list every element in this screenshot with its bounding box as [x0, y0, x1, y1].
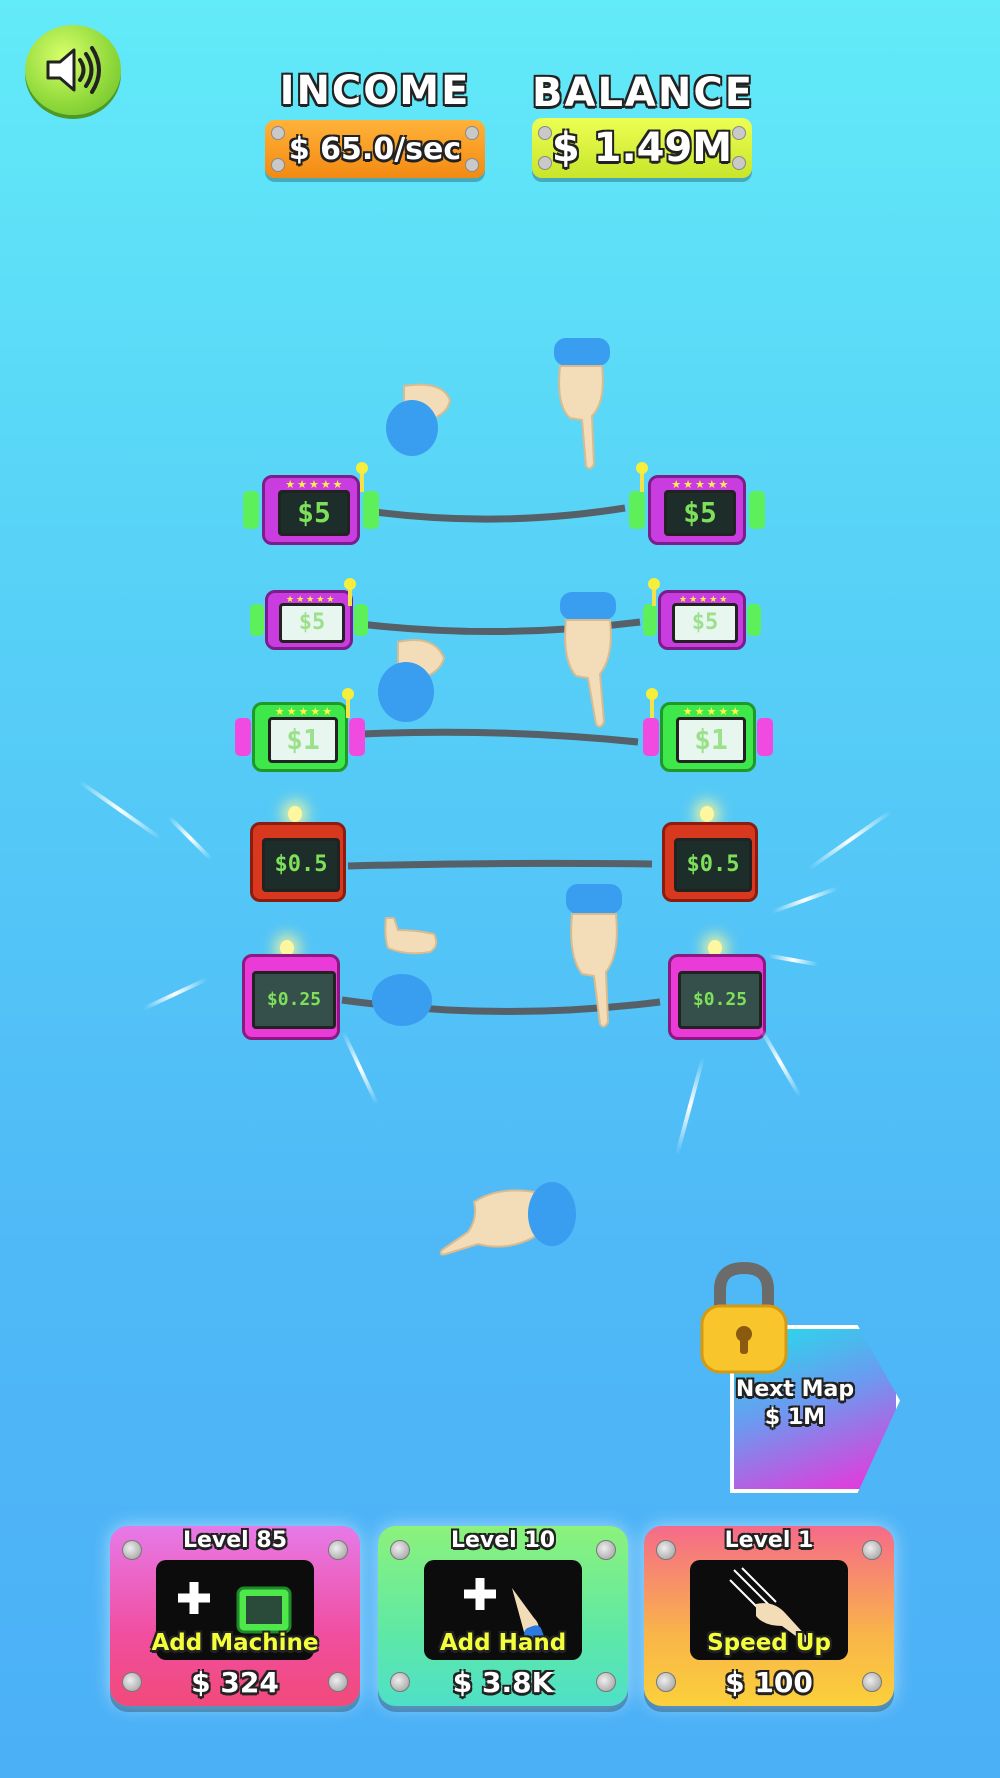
tapping-hand	[554, 338, 610, 470]
add-machine-label: Add Machine	[151, 1630, 319, 1656]
machine-screen: $0.5	[674, 838, 752, 892]
balance-value: $ 1.49M	[551, 125, 733, 171]
add-machine-icon-panel	[156, 1560, 314, 1660]
speed-up-button[interactable]: Level 1 Speed Up $ 100	[644, 1526, 894, 1706]
add-machine-level: Level 85	[182, 1528, 288, 1553]
machine-screen: $1	[267, 716, 339, 764]
machine-row1-left[interactable]: ★★★★★ $5	[243, 475, 379, 545]
next-map-title: Next Map	[735, 1377, 855, 1402]
speed-up-level: Level 1	[724, 1528, 814, 1553]
speed-up-icon-panel	[690, 1560, 848, 1660]
tapping-hand	[372, 917, 438, 1026]
machine-screen: $0.5	[262, 838, 340, 892]
speed-up-price: $ 100	[725, 1666, 813, 1699]
add-machine-price: $ 324	[191, 1666, 279, 1699]
padlock-icon	[700, 1261, 788, 1374]
sound-toggle-button[interactable]	[25, 25, 121, 115]
add-machine-button[interactable]: Level 85 Add Machine $ 324	[110, 1526, 360, 1706]
machine-screen: $5	[277, 489, 351, 537]
add-hand-label: Add Hand	[439, 1630, 567, 1656]
income-value: $ 65.0/sec	[288, 131, 462, 167]
machine-row3-left[interactable]: ★★★★★ $1	[235, 702, 365, 772]
next-map-price: $ 1M	[764, 1405, 826, 1430]
cable-row3	[361, 728, 639, 746]
machine-row4-left[interactable]: $0.5	[250, 822, 346, 902]
balance-display: $ 1.49M	[532, 118, 752, 178]
next-map-label: Next Map $ 1M	[735, 1376, 855, 1432]
add-hand-icon	[464, 1578, 546, 1651]
add-hand-level: Level 10	[450, 1528, 556, 1553]
machine-screen: $5	[279, 602, 345, 644]
machine-row4-right[interactable]: $0.5	[662, 822, 758, 902]
cable-row1	[374, 504, 626, 523]
add-machine-icon	[178, 1582, 292, 1634]
speed-up-label: Speed Up	[707, 1630, 831, 1656]
income-label: INCOME	[279, 68, 471, 114]
speaker-on-icon	[46, 46, 101, 94]
machine-row2-left[interactable]: ★★★★★ $5	[250, 590, 368, 650]
income-display: $ 65.0/sec	[265, 120, 485, 178]
machine-row5-right[interactable]: $0.25	[668, 954, 766, 1040]
tapping-hand	[386, 383, 452, 456]
add-hand-price: $ 3.8K	[452, 1666, 554, 1699]
machine-screen: $0.25	[252, 971, 336, 1029]
speed-up-hand-icon	[729, 1567, 809, 1643]
tapping-hand	[378, 639, 446, 722]
cable-row4	[347, 859, 653, 870]
machine-row5-left[interactable]: $0.25	[242, 954, 340, 1040]
tapping-hand	[560, 592, 616, 728]
machine-row3-right[interactable]: ★★★★★ $1	[643, 702, 773, 772]
machine-row2-right[interactable]: ★★★★★ $5	[643, 590, 761, 650]
idle-hand	[439, 1182, 576, 1256]
add-hand-icon-panel	[424, 1560, 582, 1660]
machine-screen: $0.25	[678, 971, 762, 1029]
tapping-hand	[566, 884, 622, 1028]
machine-row1-right[interactable]: ★★★★★ $5	[629, 475, 765, 545]
machine-screen: $5	[672, 602, 738, 644]
add-hand-button[interactable]: Level 10 Add Hand $ 3.8K	[378, 1526, 628, 1706]
balance-label: BALANCE	[532, 70, 755, 116]
machine-screen: $1	[675, 716, 747, 764]
machine-screen: $5	[663, 489, 737, 537]
